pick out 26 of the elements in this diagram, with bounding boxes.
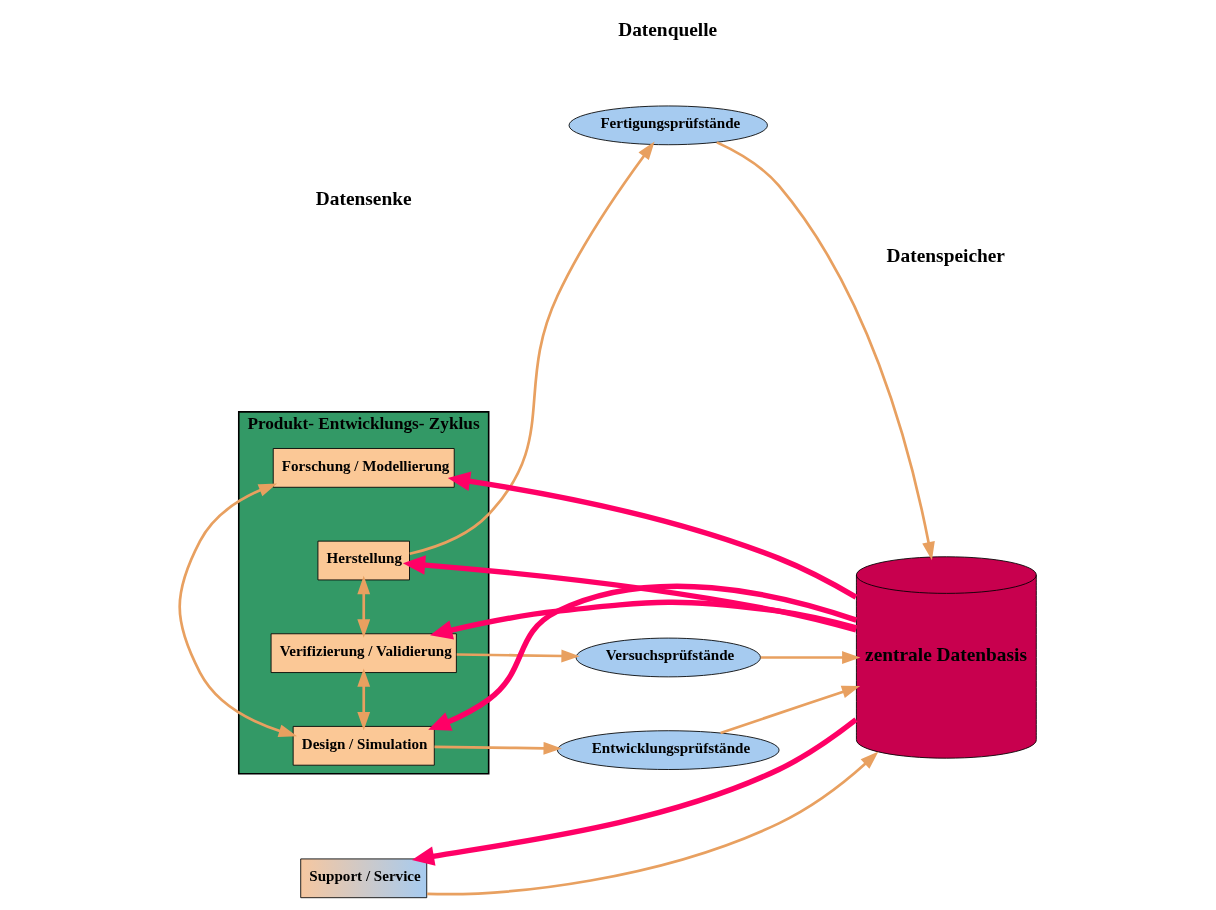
- label: Datenquelle: [618, 18, 718, 40]
- label: Datenspeicher: [886, 244, 1005, 265]
- label: Datensenke: [315, 187, 412, 209]
- node-ellipse: Fertigungsprüfstände: [568, 105, 768, 145]
- arrow: [178, 482, 298, 737]
- node-box: Design / Simulation: [292, 725, 435, 766]
- arrow: [428, 583, 858, 731]
- arrow: [409, 141, 655, 555]
- arrow: [716, 140, 935, 560]
- arrow: [411, 717, 858, 866]
- arrow: [357, 575, 371, 638]
- arrow: [357, 668, 371, 730]
- arrow: [402, 554, 857, 633]
- node-box: Support / Service: [300, 858, 428, 898]
- node-box: Verifizierung / Validierung: [270, 632, 457, 673]
- arrow: [434, 741, 562, 755]
- node-ellipse: Versuchsprüfstände: [575, 637, 761, 677]
- arrow: [447, 471, 858, 599]
- node-box: Forschung / Modellierung: [272, 447, 455, 488]
- node-ellipse: Entwicklungsprüfstände: [557, 729, 780, 770]
- arrow: [720, 685, 861, 734]
- arrow: [430, 599, 858, 640]
- arrow: [456, 649, 580, 662]
- node-box: Herstellung: [317, 540, 410, 580]
- arrow: [760, 650, 861, 664]
- arrow: [427, 751, 879, 895]
